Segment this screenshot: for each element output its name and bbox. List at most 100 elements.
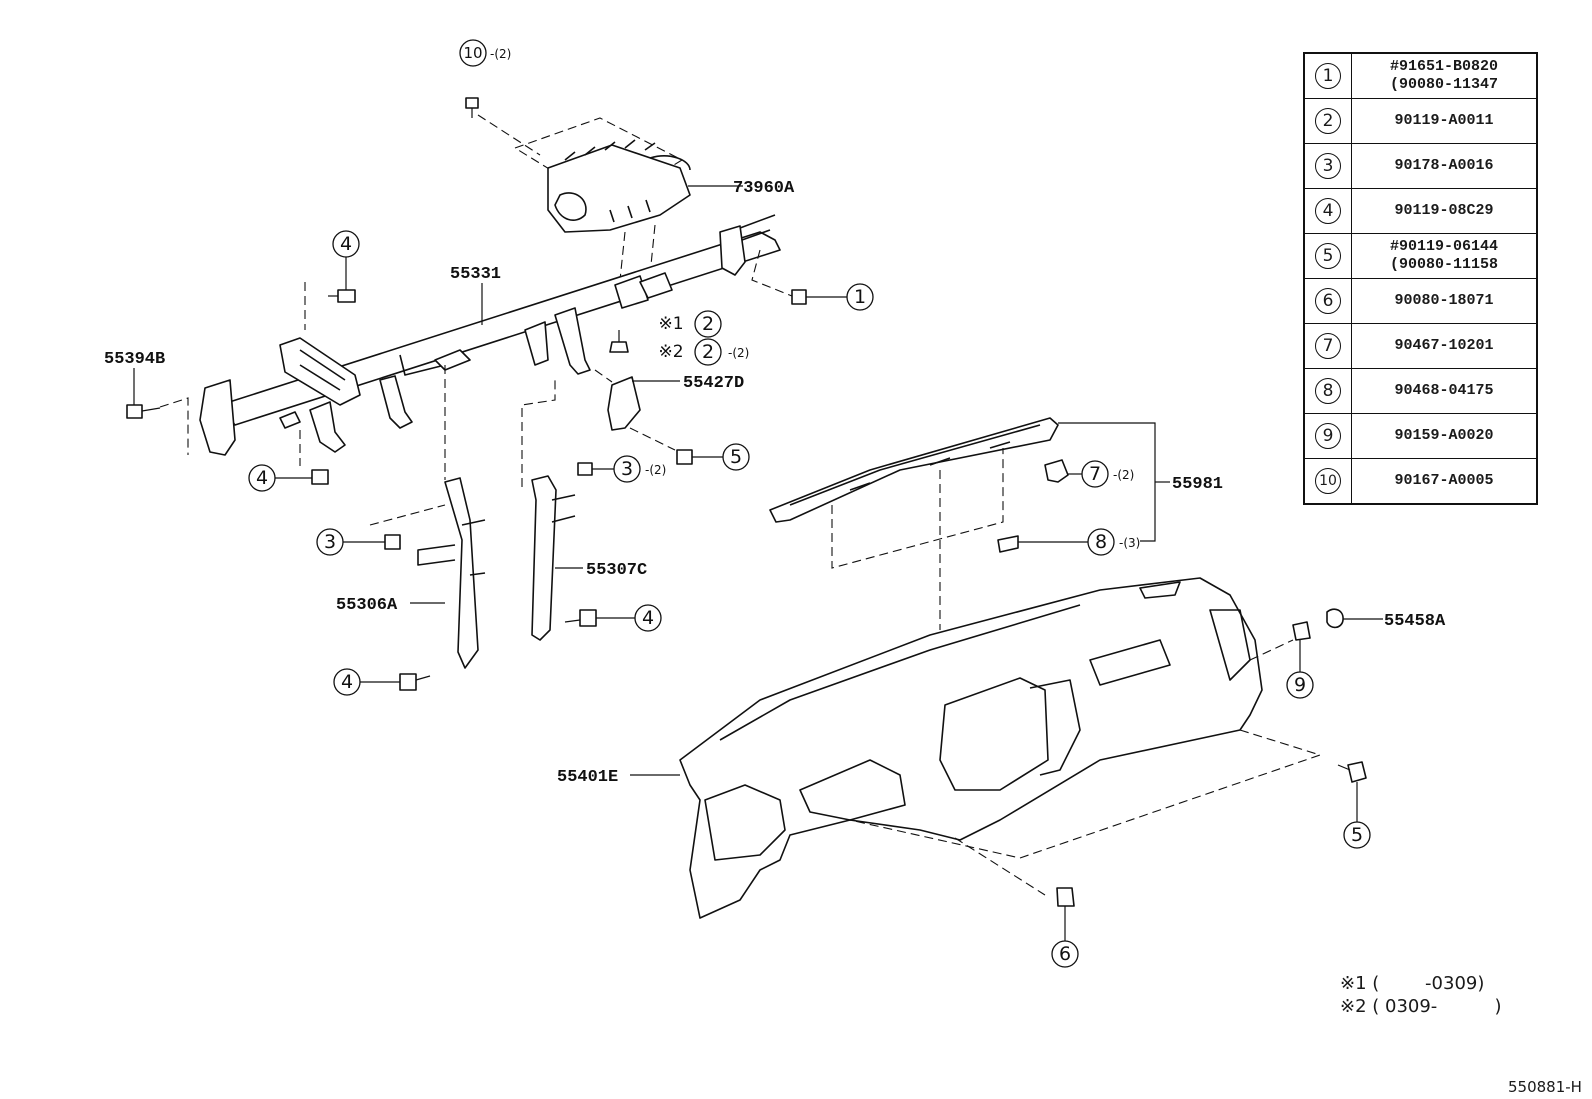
legend-part-number-cell: 90159-A0020	[1351, 413, 1538, 459]
legend-part-number: 90178-A0016	[1394, 157, 1494, 174]
brace-55307c: 55307C	[521, 380, 647, 641]
clip-8: 8 -(3)	[997, 528, 1140, 556]
bolt-4-lower: 4	[248, 430, 329, 492]
legend-part-number: 90159-A0020	[1394, 427, 1494, 444]
legend-row: 9 90159-A0020	[1303, 413, 1538, 459]
legend-part-number-cell: 90468-04175	[1351, 368, 1538, 414]
legend-part-number-alt: (90080-11158	[1389, 256, 1499, 273]
callout-5a: 5	[730, 446, 742, 468]
label-55401e: 55401E	[557, 768, 618, 787]
legend-number: 10	[1315, 468, 1341, 494]
legend-row: 2 90119-A0011	[1303, 98, 1538, 144]
legend-part-number: 90467-10201	[1394, 337, 1494, 354]
callout-2b-mark: ※2	[658, 342, 683, 362]
callout-3b-qty: -(2)	[645, 463, 666, 477]
nut-3-left: 3	[316, 528, 401, 556]
diagram-code: 550881-H	[1508, 1078, 1582, 1096]
brace-55427d: 55427D	[594, 369, 744, 431]
legend-part-number: 90468-04175	[1394, 382, 1494, 399]
footnote-2: ※2 ( 0309- )	[1340, 996, 1502, 1017]
legend-number-cell: 10	[1303, 458, 1352, 505]
legend-part-number-cell: 90119-A0011	[1351, 98, 1538, 144]
legend-number: 2	[1315, 108, 1341, 134]
instrument-panel-reinforcement	[199, 214, 781, 456]
label-55306a: 55306A	[336, 596, 398, 615]
legend-row: 7 90467-10201	[1303, 323, 1538, 369]
clip-9: 9	[1249, 621, 1314, 699]
callout-7-qty: -(2)	[1113, 468, 1134, 482]
legend-number: 4	[1315, 198, 1341, 224]
legend-number-cell: 2	[1303, 98, 1352, 144]
label-55331: 55331	[450, 265, 501, 284]
callout-2a: 2	[702, 313, 714, 335]
footnotes: ※1 ( -0309) ※2 ( 0309- )	[1340, 972, 1502, 1018]
callout-2b: 2	[702, 341, 714, 363]
label-55307c: 55307C	[586, 561, 647, 580]
legend-number: 9	[1315, 423, 1341, 449]
legend-number: 5	[1315, 243, 1341, 269]
legend-row: 4 90119-08C29	[1303, 188, 1538, 234]
legend-row: 10 90167-A0005	[1303, 458, 1538, 505]
legend-row: 6 90080-18071	[1303, 278, 1538, 324]
callout-7: 7	[1089, 463, 1101, 485]
callout-4d: 4	[341, 671, 353, 693]
legend-number: 3	[1315, 153, 1341, 179]
callout-4c: 4	[642, 607, 654, 629]
legend-number-cell: 7	[1303, 323, 1352, 369]
legend-part-number: 90119-A0011	[1394, 112, 1494, 129]
callout-1: 1	[854, 286, 866, 308]
nut-3-upper: 3 -(2)	[577, 455, 666, 483]
brace-55306a: 55306A	[336, 365, 486, 669]
callout-3b: 3	[621, 458, 633, 480]
callout-9: 9	[1294, 674, 1306, 696]
legend-number-cell: 6	[1303, 278, 1352, 324]
legend-number: 8	[1315, 378, 1341, 404]
callout-4b: 4	[256, 467, 268, 489]
clip-7: 7 -(2)	[1044, 459, 1134, 488]
callout-2b-qty: -(2)	[728, 346, 749, 360]
footnote-1: ※1 ( -0309)	[1340, 973, 1485, 994]
legend-part-number-cell: 90467-10201	[1351, 323, 1538, 369]
legend-part-number-cell: 90167-A0005	[1351, 458, 1538, 505]
legend-row: 8 90468-04175	[1303, 368, 1538, 414]
callout-3a: 3	[324, 531, 336, 553]
callout-10: 10	[463, 44, 482, 62]
legend-part-number: #91651-B0820	[1389, 58, 1499, 75]
legend-part-number-cell: 90080-18071	[1351, 278, 1538, 324]
callout-4a: 4	[340, 233, 352, 255]
legend-part-number-alt: (90080-11347	[1389, 76, 1499, 93]
legend-part-number-cell: #90119-06144(90080-11158	[1351, 233, 1538, 279]
legend-number-cell: 9	[1303, 413, 1352, 459]
nut-2: ※1 2 ※2 2 -(2)	[609, 310, 749, 366]
callout-5b: 5	[1351, 824, 1363, 846]
clip-55458a: 55458A	[1326, 608, 1446, 631]
legend-part-number: 90119-08C29	[1394, 202, 1494, 219]
legend-number-cell: 4	[1303, 188, 1352, 234]
bracket-55394b: 55394B	[104, 350, 189, 455]
legend-part-number: 90167-A0005	[1394, 472, 1494, 489]
panel-upper-55981: 55981	[769, 417, 1223, 630]
airbag-assembly	[513, 117, 743, 281]
legend-number: 1	[1315, 63, 1341, 89]
legend-part-number-cell: #91651-B0820(90080-11347	[1351, 52, 1538, 99]
bolt-4-mid: 4	[564, 604, 662, 632]
label-55458a: 55458A	[1384, 612, 1446, 631]
callout-8: 8	[1095, 531, 1107, 553]
bolt-4-bottom: 4	[333, 668, 431, 696]
legend-number: 6	[1315, 288, 1341, 314]
instrument-panel-55401e: 55401E	[557, 577, 1322, 919]
callout-8-qty: -(3)	[1119, 536, 1140, 550]
legend-part-number: 90080-18071	[1394, 292, 1494, 309]
legend-part-number-cell: 90119-08C29	[1351, 188, 1538, 234]
label-73960a: 73960A	[733, 179, 795, 198]
legend-part-number: #90119-06144	[1389, 238, 1499, 255]
label-55981: 55981	[1172, 475, 1223, 494]
callout-2a-mark: ※1	[658, 314, 683, 334]
bolt-5-lower: 5	[1337, 761, 1371, 849]
legend-number: 7	[1315, 333, 1341, 359]
nut-6: 6	[1051, 887, 1079, 968]
legend-row: 5 #90119-06144(90080-11158	[1303, 233, 1538, 279]
label-55394b: 55394B	[104, 350, 165, 369]
legend-number-cell: 5	[1303, 233, 1352, 279]
parts-legend-table: 1 #91651-B0820(90080-11347 2 90119-A0011 3 90…	[1303, 52, 1538, 505]
